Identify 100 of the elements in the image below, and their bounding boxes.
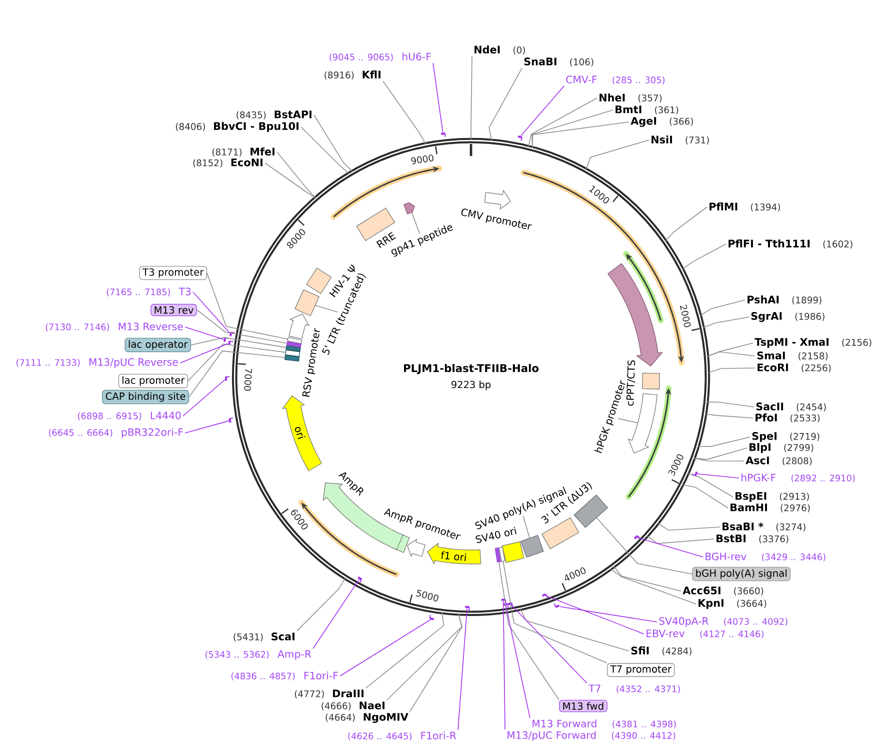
feature-block: f1 ori bbox=[427, 542, 482, 564]
primer-mark bbox=[228, 340, 234, 346]
leader-line bbox=[694, 458, 744, 462]
primer-label: BGH-rev (3429 .. 3446) bbox=[706, 552, 826, 562]
leader-line bbox=[206, 272, 288, 340]
primer-mark bbox=[440, 132, 446, 138]
leader-line bbox=[532, 122, 630, 148]
leader-line bbox=[188, 344, 286, 382]
leader-line bbox=[706, 401, 754, 408]
primer-label: M13/pUC Forward (4390 .. 4412) bbox=[508, 731, 676, 741]
enzyme-label: BspEI (2913) bbox=[736, 492, 809, 502]
primer-label: T7 (4352 .. 4371) bbox=[588, 684, 680, 694]
enzyme-label: BamHI (2976) bbox=[730, 504, 810, 512]
enzyme-label: (8152) EcoNI bbox=[193, 158, 262, 168]
feature-box bbox=[284, 350, 300, 357]
primer-label: CMV-F (285 .. 305) bbox=[566, 76, 664, 84]
leader-line bbox=[610, 568, 696, 604]
enzyme-label: NdeI (0) bbox=[474, 45, 525, 55]
tick-label: 7000 bbox=[244, 368, 252, 391]
primer-mark bbox=[229, 332, 236, 336]
primer-label: hPGK-F (2892 .. 2910) bbox=[742, 474, 855, 482]
primer-mark bbox=[224, 337, 230, 342]
primer-label: (5343 .. 5362) Amp-R bbox=[206, 650, 312, 660]
leader-line bbox=[411, 212, 420, 234]
enzyme-label: BsaBI * (3274) bbox=[722, 522, 806, 532]
leader-line bbox=[665, 206, 708, 242]
leader-line bbox=[586, 140, 650, 170]
feature-tag: bGH poly(A) signal bbox=[692, 566, 791, 582]
enzyme-label: BstBI (3376) bbox=[716, 534, 788, 544]
primer-mark bbox=[554, 603, 560, 608]
primer-label: (4626 .. 4645) F1ori-R bbox=[348, 732, 456, 740]
leader-line bbox=[366, 612, 444, 688]
primer-mark bbox=[465, 606, 470, 611]
leader-line bbox=[312, 579, 360, 650]
enzyme-label: EcoRI (2256) bbox=[758, 364, 831, 372]
tick-label: 9000 bbox=[411, 154, 434, 164]
leader-line bbox=[510, 604, 588, 684]
leader-line bbox=[188, 350, 286, 398]
leader-line bbox=[432, 62, 444, 133]
enzyme-label: (4664) NgoMIV bbox=[326, 713, 408, 723]
leader-line bbox=[502, 561, 608, 664]
leader-line bbox=[697, 473, 740, 478]
leader-line bbox=[498, 562, 560, 700]
feature-label: CMV promoter bbox=[461, 208, 532, 230]
feature-box bbox=[286, 345, 301, 352]
enzyme-label: BlpI (2799) bbox=[750, 442, 814, 454]
enzyme-label: (8916) KflI bbox=[324, 70, 380, 80]
enzyme-label: KpnI (3664) bbox=[698, 599, 766, 609]
enzyme-label: (8435) BstAPI bbox=[236, 110, 312, 120]
leader-line bbox=[296, 578, 346, 632]
leader-line bbox=[182, 379, 226, 416]
leader-line bbox=[613, 566, 682, 592]
enzyme-label: SnaBI (106) bbox=[524, 58, 594, 66]
leader-line bbox=[708, 368, 756, 374]
primer-label: (7130 .. 7146) M13 Reverse bbox=[46, 322, 183, 332]
enzyme-label: (4666) NaeI bbox=[322, 702, 384, 710]
leader-line bbox=[184, 420, 230, 434]
leader-line bbox=[192, 292, 230, 334]
feature-tag: lac promoter bbox=[118, 374, 188, 388]
enzyme-label: AscI (2808) bbox=[746, 456, 812, 466]
leader-line bbox=[382, 80, 426, 144]
leader-line bbox=[682, 484, 728, 508]
tick-label: 2000 bbox=[680, 304, 691, 328]
enzyme-label: NsiI (731) bbox=[652, 135, 709, 145]
feature-block bbox=[403, 202, 415, 214]
tick-label: 3000 bbox=[668, 454, 684, 476]
primer-mark bbox=[228, 418, 234, 423]
leader-line bbox=[700, 300, 746, 316]
enzyme-label: PshAI (1899) bbox=[748, 295, 822, 305]
enzyme-label: TspMI - XmaI (2156) bbox=[754, 338, 872, 348]
primer-label: (7165 .. 7185) T3 bbox=[106, 288, 191, 296]
leader-line bbox=[647, 535, 714, 544]
feature-tag: T7 promoter bbox=[607, 663, 675, 677]
primer-mark bbox=[429, 614, 434, 620]
feature-label: RSV promoter bbox=[302, 328, 320, 397]
leader-line bbox=[488, 68, 522, 141]
primer-label: (6645 .. 6664) pBR322ori-F bbox=[49, 428, 183, 438]
primer-mark bbox=[692, 471, 698, 476]
primer-label: (7111 .. 7133) M13/pUC Reverse bbox=[16, 358, 178, 368]
enzyme-label: SpeI (2719) bbox=[752, 432, 820, 442]
feature-tag: M13 fwd bbox=[559, 700, 608, 712]
feature-box bbox=[287, 337, 302, 344]
leader-line bbox=[596, 517, 692, 574]
enzyme-label: AgeI (366) bbox=[630, 117, 693, 127]
leader-line bbox=[315, 304, 338, 312]
enzyme-label: (8171) MfeI bbox=[212, 147, 274, 157]
enzyme-label: Acc65I (3660) bbox=[682, 586, 764, 596]
leader-line bbox=[637, 537, 704, 558]
primer-label: (6898 .. 6915) L4440 bbox=[78, 412, 181, 420]
primer-mark bbox=[501, 598, 506, 604]
feature-tag: lac operator bbox=[124, 338, 191, 352]
enzyme-label: SgrAI (1986) bbox=[751, 312, 824, 322]
enzyme-label: PflFI - Tth111I (1602) bbox=[728, 239, 852, 249]
feature-label: cPPT/CTS bbox=[626, 360, 636, 406]
leader-line bbox=[687, 473, 734, 498]
leader-line bbox=[658, 522, 720, 531]
enzyme-label: (8406) BbvCI - Bpu10I bbox=[176, 122, 298, 132]
enzyme-label: PfoI (2533) bbox=[756, 413, 820, 423]
feature-tag: CAP binding site bbox=[102, 390, 189, 404]
leader-line bbox=[180, 343, 228, 364]
